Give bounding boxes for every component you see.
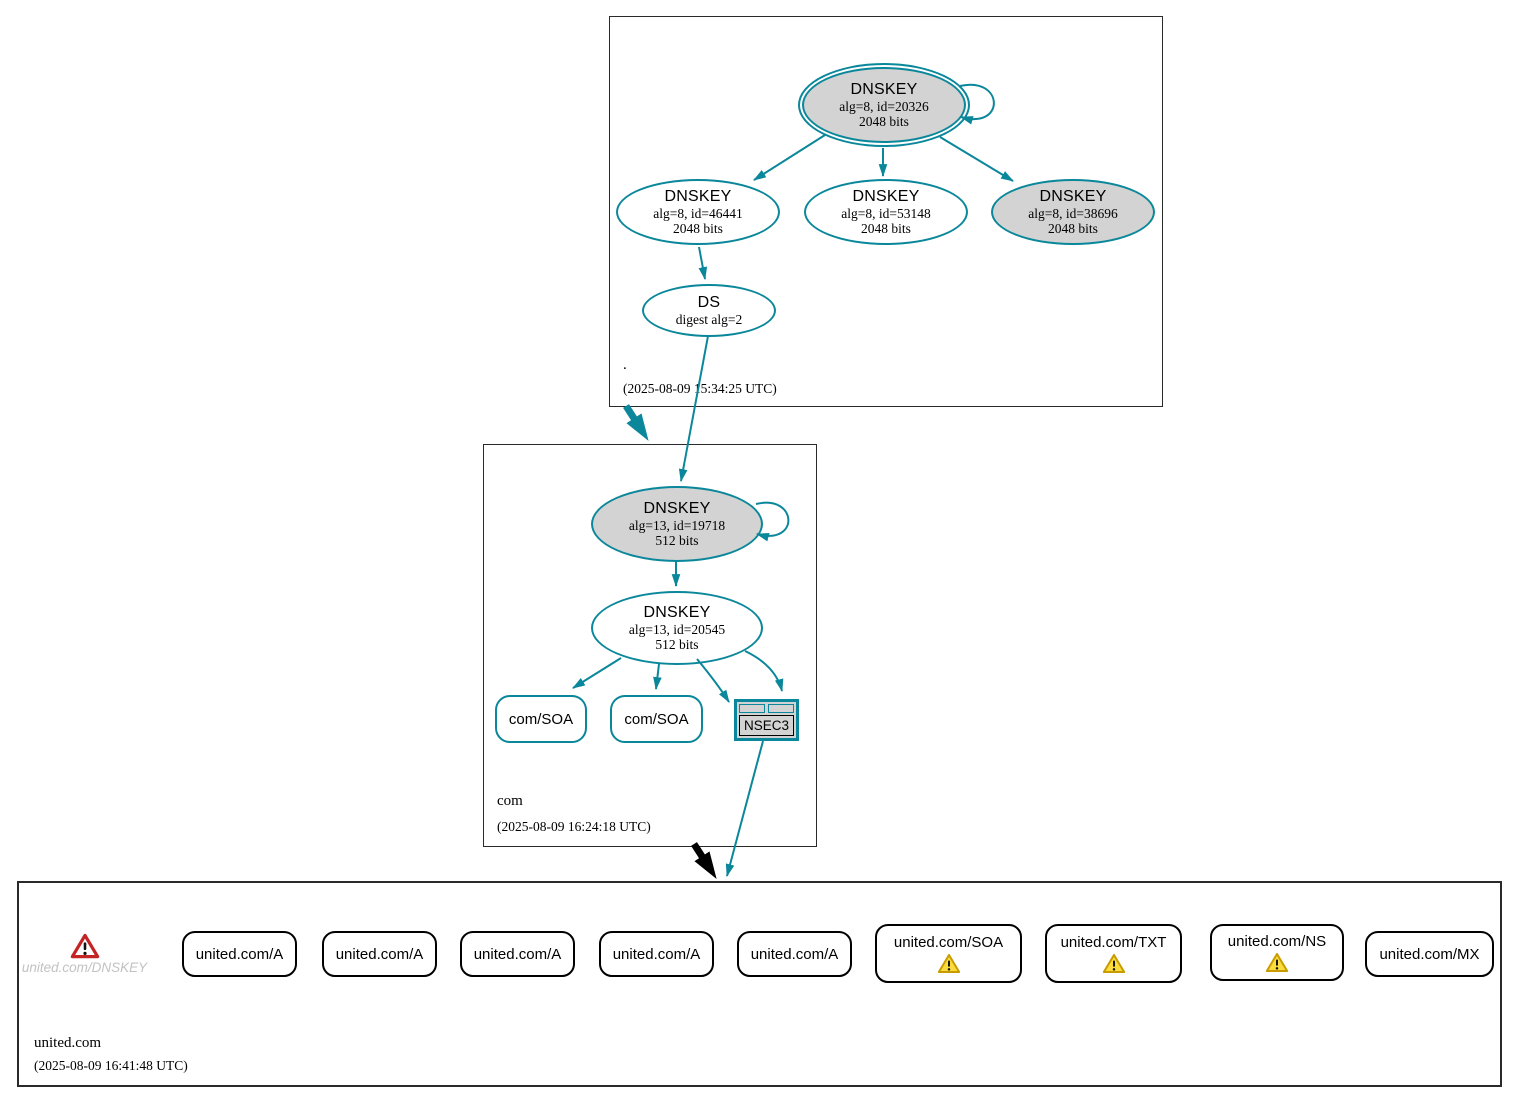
node-united-a-3[interactable]: united.com/A <box>460 931 575 977</box>
nsec3-iterations-cell <box>768 704 794 713</box>
warning-icon <box>1102 953 1125 973</box>
node-alg: alg=13, id=19718 <box>628 517 726 533</box>
rrset-label: com/SOA <box>508 710 574 728</box>
node-united-mx[interactable]: united.com/MX <box>1365 931 1494 977</box>
node-bits: 2048 bits <box>859 113 909 129</box>
ksk-inner-ring <box>802 67 966 143</box>
node-root-zsk-38696[interactable]: DNSKEY alg=8, id=38696 2048 bits <box>991 179 1155 245</box>
node-title: DNSKEY <box>1039 187 1107 205</box>
zone-box-united-com: united.com (2025-08-09 16:41:48 UTC) uni… <box>17 881 1502 1087</box>
node-united-a-1[interactable]: united.com/A <box>182 931 297 977</box>
zone-timestamp-com: (2025-08-09 16:24:18 UTC) <box>497 819 651 834</box>
node-title: DNSKEY <box>643 499 711 517</box>
node-united-a-2[interactable]: united.com/A <box>322 931 437 977</box>
zone-label-com: com <box>497 793 523 809</box>
node-alg: alg=8, id=20326 <box>839 98 929 114</box>
node-alg: alg=13, id=20545 <box>628 621 726 637</box>
delegation-arrow-root-to-com <box>623 404 649 441</box>
rrset-label: united.com/MX <box>1379 945 1480 963</box>
node-com-nsec3[interactable]: NSEC3 <box>734 699 799 741</box>
rrset-label: united.com/A <box>473 945 562 963</box>
node-com-soa-2[interactable]: com/SOA <box>610 695 703 743</box>
node-title: DNSKEY <box>664 187 732 205</box>
node-alg: alg=8, id=38696 <box>1028 205 1118 221</box>
node-detail: digest alg=2 <box>675 311 743 327</box>
rrset-label: united.com/A <box>612 945 701 963</box>
error-triangle-icon <box>70 933 99 959</box>
node-alg: alg=8, id=53148 <box>841 205 931 221</box>
node-title: DS <box>697 293 721 311</box>
zone-timestamp-root: (2025-08-09 15:34:25 UTC) <box>623 381 777 396</box>
node-bits: 2048 bits <box>861 220 911 236</box>
warning-icon <box>1265 952 1289 972</box>
node-alg: alg=8, id=46441 <box>653 205 743 221</box>
node-bits: 2048 bits <box>1048 220 1098 236</box>
node-united-a-5[interactable]: united.com/A <box>737 931 852 977</box>
node-com-ksk-19718[interactable]: DNSKEY alg=13, id=19718 512 bits <box>591 486 763 562</box>
node-united-a-4[interactable]: united.com/A <box>599 931 714 977</box>
node-com-zsk-20545[interactable]: DNSKEY alg=13, id=20545 512 bits <box>591 591 763 665</box>
node-root-zsk-46441[interactable]: DNSKEY alg=8, id=46441 2048 bits <box>616 179 780 245</box>
rrset-label: united.com/A <box>195 945 284 963</box>
rrset-label: united.com/SOA <box>893 933 1004 951</box>
node-united-txt[interactable]: united.com/TXT <box>1045 924 1182 983</box>
rrset-label: com/SOA <box>624 710 689 728</box>
node-root-zsk-53148[interactable]: DNSKEY alg=8, id=53148 2048 bits <box>804 179 968 245</box>
warning-icon <box>937 953 960 973</box>
node-bits: 512 bits <box>655 532 699 548</box>
rrset-label: united.com/TXT <box>1060 933 1167 951</box>
node-united-soa[interactable]: united.com/SOA <box>875 924 1022 983</box>
zone-label-united-com: united.com <box>34 1035 102 1051</box>
node-root-ksk-20326[interactable]: DNSKEY alg=8, id=20326 2048 bits <box>798 63 970 147</box>
node-root-ds[interactable]: DS digest alg=2 <box>642 284 776 337</box>
node-united-dnskey-error[interactable]: united.com/DNSKEY <box>22 933 147 975</box>
node-bits: 512 bits <box>655 636 699 652</box>
error-node-label: united.com/DNSKEY <box>21 960 148 975</box>
rrset-label: united.com/A <box>750 945 839 963</box>
nsec3-salt-cell <box>739 704 765 713</box>
rrset-label: united.com/A <box>335 945 424 963</box>
node-title: DNSKEY <box>852 187 920 205</box>
node-united-ns[interactable]: united.com/NS <box>1210 924 1344 981</box>
zone-box-com: com (2025-08-09 16:24:18 UTC) DNSKEY alg… <box>483 444 817 847</box>
nsec3-label: NSEC3 <box>739 715 794 736</box>
node-com-soa-1[interactable]: com/SOA <box>495 695 587 743</box>
zone-box-root: . (2025-08-09 15:34:25 UTC) DNSKEY alg=8… <box>609 16 1163 407</box>
node-title: DNSKEY <box>643 603 711 621</box>
node-bits: 2048 bits <box>673 220 723 236</box>
node-title: DNSKEY <box>850 80 918 98</box>
zone-timestamp-united-com: (2025-08-09 16:41:48 UTC) <box>34 1058 188 1073</box>
zone-label-root: . <box>623 357 627 373</box>
rrset-label: united.com/NS <box>1227 932 1327 950</box>
